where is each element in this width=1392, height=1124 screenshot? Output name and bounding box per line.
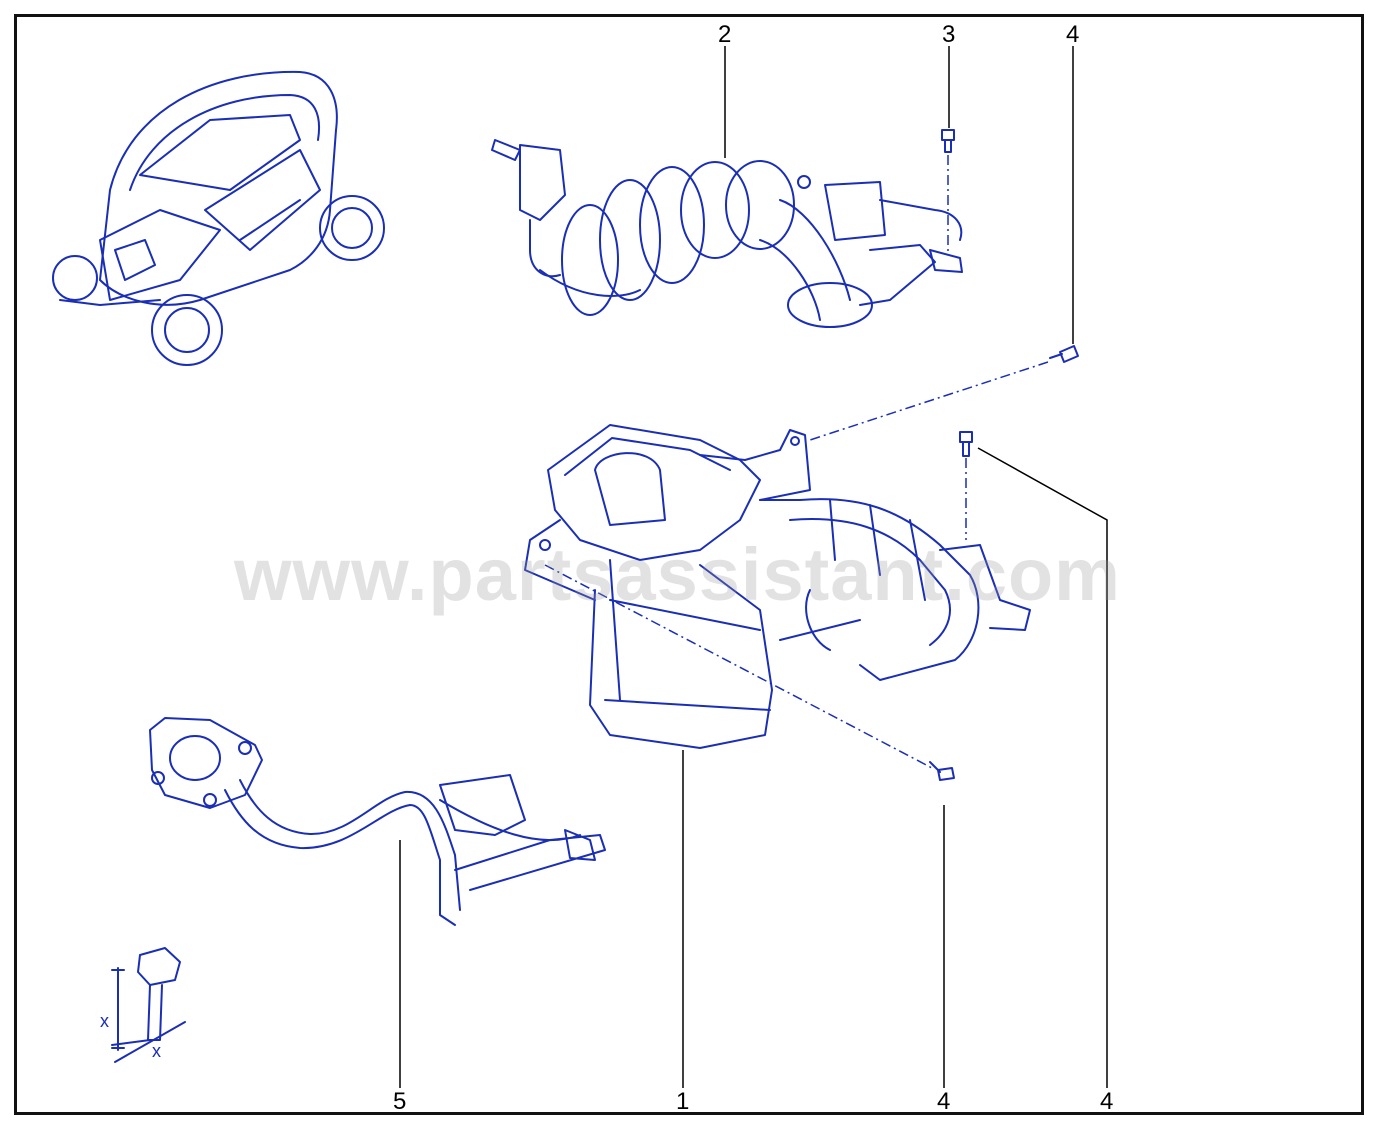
callout-3: 3 — [942, 21, 956, 48]
watermark: www.partsassistant.com — [234, 533, 1121, 616]
screw-part-4-top — [1049, 345, 1079, 363]
screw-part-4-bottom — [929, 761, 955, 781]
callout-2: 2 — [718, 21, 732, 48]
leader-lines — [399, 46, 1108, 1088]
vehicle-illustration — [52, 70, 385, 366]
axis-lines — [544, 155, 1049, 769]
callout-1: 1 — [676, 1088, 690, 1115]
diagram-frame — [14, 14, 1364, 1115]
dimension-label-length: x — [100, 1011, 109, 1031]
screw-part-4-right — [959, 431, 973, 457]
callout-4-top: 4 — [1066, 21, 1080, 48]
callout-4-bottom: 4 — [937, 1088, 951, 1115]
screw-part-3 — [941, 129, 955, 153]
charging-cable-coiled — [491, 139, 963, 328]
dimension-label-diameter: x — [152, 1041, 161, 1061]
bolt-detail-illustration — [111, 947, 186, 1063]
callout-5: 5 — [393, 1088, 407, 1115]
callout-4-right: 4 — [1100, 1088, 1114, 1115]
wiring-harness — [149, 717, 606, 926]
charger-unit — [524, 424, 1031, 749]
